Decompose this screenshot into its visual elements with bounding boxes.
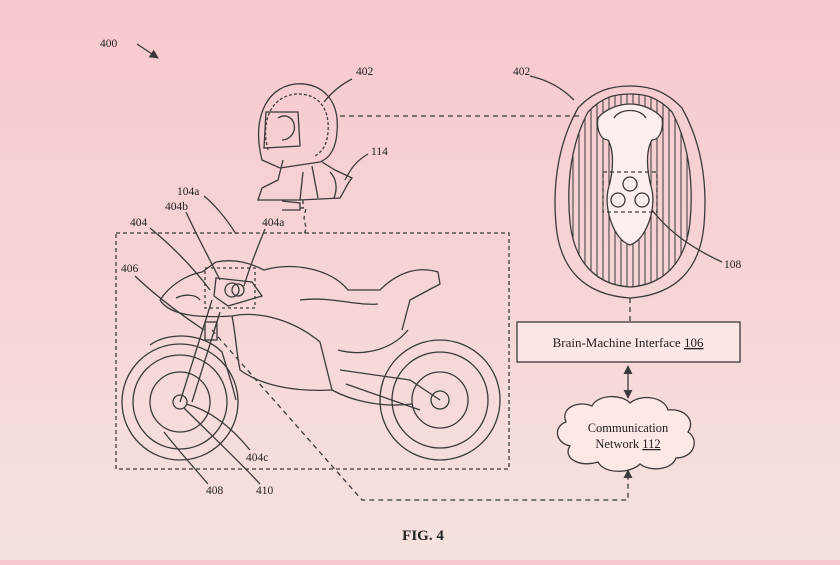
ref-404c: 404c — [246, 452, 268, 464]
motorcycle-illustration — [122, 261, 500, 460]
ref-402-helmet-leader — [324, 79, 352, 102]
ref-402-section: 402 — [513, 66, 531, 78]
network-line2: Network 112 — [595, 437, 660, 451]
link-rider-to-bike — [300, 200, 306, 236]
ref-108: 108 — [724, 259, 742, 271]
vehicle-boundary-box — [116, 233, 509, 469]
ref-408-leader — [164, 432, 208, 484]
ref-104a-leader — [204, 196, 236, 234]
ref-402-helmet: 402 — [356, 66, 374, 78]
ref-408: 408 — [206, 485, 224, 497]
ref-404b-leader — [186, 212, 220, 280]
ref-406: 406 — [121, 263, 139, 275]
ref-410: 410 — [256, 485, 274, 497]
figure-caption: FIG. 4 — [402, 528, 444, 544]
rider-helmet-illustration — [258, 84, 352, 200]
ref-114: 114 — [371, 146, 388, 158]
ref-104a: 104a — [177, 186, 199, 198]
ref-404b: 404b — [165, 201, 188, 213]
bmi-label: Brain-Machine Interface 106 — [553, 335, 704, 350]
ref-400: 400 — [100, 38, 118, 50]
ref-400-arrow — [137, 44, 158, 58]
ref-404a: 404a — [262, 217, 284, 229]
ref-402-section-leader — [530, 76, 574, 100]
network-line1: Communication — [588, 421, 669, 435]
ref-404a-leader — [244, 229, 265, 286]
ref-404: 404 — [130, 217, 148, 229]
ref-406-leader — [135, 276, 204, 330]
helmet-section-view — [555, 86, 705, 298]
